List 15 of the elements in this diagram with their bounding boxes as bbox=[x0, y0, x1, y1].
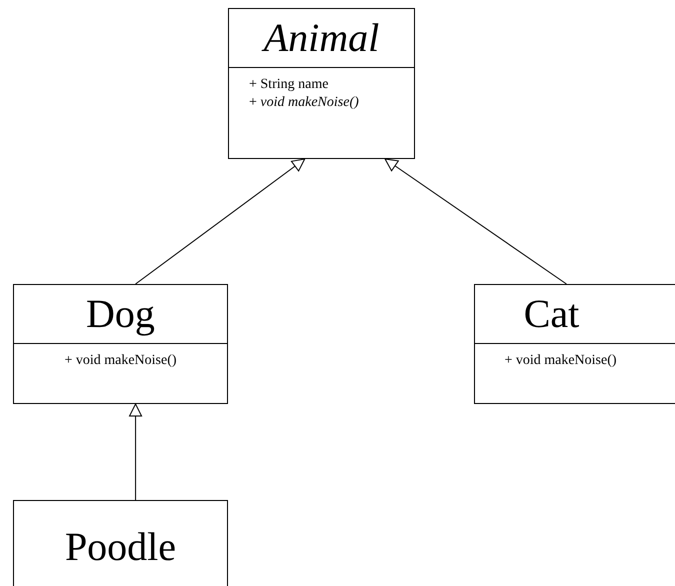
inheritance-arrow bbox=[384, 158, 567, 284]
class-name: Animal bbox=[260, 18, 380, 58]
class-member: + String name bbox=[249, 77, 328, 94]
class-box bbox=[13, 284, 228, 404]
class-box bbox=[13, 500, 228, 586]
class-name: Poodle bbox=[64, 527, 178, 567]
class-member: + void makeNoise() bbox=[63, 353, 178, 370]
inheritance-arrow bbox=[129, 404, 142, 500]
class-member: + void makeNoise() bbox=[503, 353, 618, 370]
class-name: Cat bbox=[522, 294, 580, 334]
class-box bbox=[474, 284, 675, 404]
class-box bbox=[228, 8, 415, 159]
class-member: + void makeNoise() bbox=[249, 95, 359, 112]
class-name: Dog bbox=[85, 294, 156, 334]
inheritance-arrow bbox=[135, 158, 306, 284]
